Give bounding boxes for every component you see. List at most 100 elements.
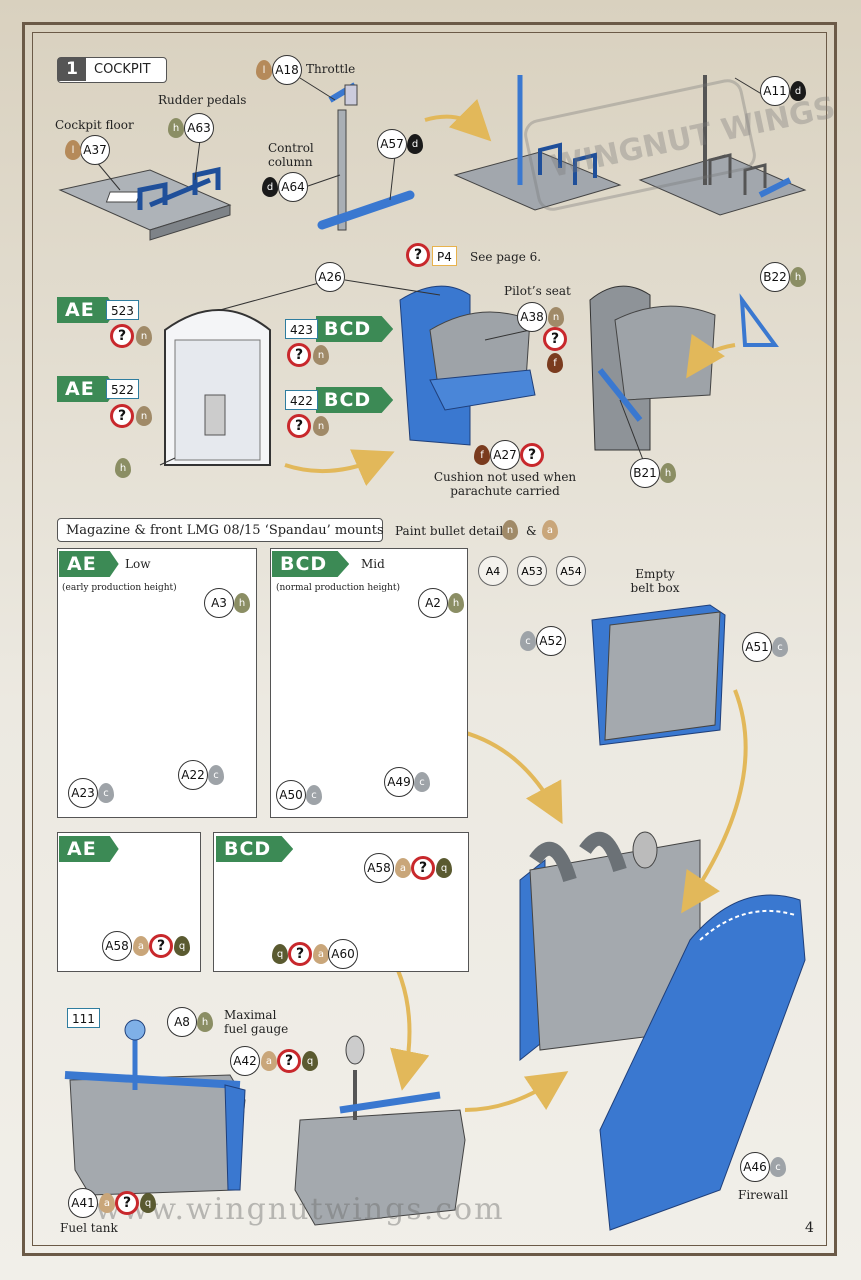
callout-A49: A49 <box>384 767 414 797</box>
step-header: 1 COCKPIT <box>57 57 167 83</box>
watermark-logo <box>524 79 756 211</box>
decal-523: 523 <box>106 300 139 320</box>
paint-drop-q: q <box>302 1051 318 1071</box>
floor-assembly-right <box>638 75 807 216</box>
label-firewall: Firewall <box>738 1188 789 1202</box>
paint-drop-q: q <box>272 944 288 964</box>
callout-A58: A58 <box>364 853 394 883</box>
paint-drop-h: h <box>115 458 131 478</box>
label-mid: Mid <box>361 557 385 571</box>
paint-drop-h: h <box>234 593 250 613</box>
paint-drop-f: f <box>474 445 490 465</box>
paint-drop-a: a <box>395 858 411 878</box>
version-tag-bcd-2: BCD <box>316 387 394 413</box>
decal-p4: P4 <box>432 246 457 266</box>
mounts-title: Magazine & front LMG 08/15 ‘Spandau’ mou… <box>66 523 384 538</box>
paint-drop-d: d <box>407 134 423 154</box>
paint-drop-h: h <box>660 463 676 483</box>
callout-A64: A64 <box>278 172 308 202</box>
control-column-drawing <box>317 82 415 231</box>
query-icon: ? <box>287 343 311 367</box>
label-control-column: Control column <box>268 141 314 169</box>
pilot-seat-with-struts <box>589 285 779 451</box>
version-tag-ae-arm: AE <box>59 836 119 862</box>
paint-drop-n: n <box>136 406 152 426</box>
query-icon: ? <box>110 404 134 428</box>
query-icon: ? <box>287 414 311 438</box>
website-watermark: www.wingnutwings.com <box>95 1192 505 1227</box>
paint-drop-n: n <box>548 307 564 327</box>
pilot-seat-drawing <box>399 285 536 446</box>
label-see-page: See page 6. <box>470 250 542 264</box>
callout-A8: A8 <box>167 1007 197 1037</box>
callout-A51: A51 <box>742 632 772 662</box>
label-cockpit-floor: Cockpit floor <box>55 118 134 132</box>
paint-drop-d: d <box>790 81 806 101</box>
step-number: 1 <box>58 58 86 81</box>
query-icon: ? <box>277 1049 301 1073</box>
paint-drop-c: c <box>306 785 322 805</box>
label-rudder-pedals: Rudder pedals <box>158 93 247 107</box>
callout-A27: A27 <box>490 440 520 470</box>
query-icon: ? <box>406 243 430 267</box>
callout-A46: A46 <box>740 1152 770 1182</box>
callout-A26: A26 <box>315 262 345 292</box>
paint-drop-h: h <box>448 593 464 613</box>
cockpit-floor-drawing <box>58 169 232 241</box>
query-icon: ? <box>149 934 173 958</box>
fuel-tank-drawing <box>64 1019 246 1196</box>
page-number: 4 <box>805 1220 814 1236</box>
label-throttle: Throttle <box>306 62 356 76</box>
floor-assembly-left <box>453 75 622 211</box>
callout-A52: A52 <box>536 626 566 656</box>
belt-box-drawing <box>591 604 726 746</box>
paint-drop-c: c <box>770 1157 786 1177</box>
label-maximal-fuel-gauge: Maximal fuel gauge <box>224 1008 289 1036</box>
paint-drop-n: n <box>313 416 329 436</box>
version-tag-bcd-1: BCD <box>316 316 394 342</box>
paint-drop-a: a <box>133 936 149 956</box>
paint-drop-h: h <box>197 1012 213 1032</box>
paint-drop-q: q <box>436 858 452 878</box>
label-empty-belt-box: Empty belt box <box>630 567 680 595</box>
paint-drop-h: h <box>790 267 806 287</box>
paint-drop-a: a <box>99 1193 115 1213</box>
decal-111: 111 <box>67 1008 100 1028</box>
paint-drop-c: c <box>98 783 114 803</box>
cockpit-assembly-drawing <box>519 831 806 1231</box>
label-paint-bullet: Paint bullet detail <box>395 524 504 538</box>
paint-drop-d: d <box>262 177 278 197</box>
callout-A60: A60 <box>328 939 358 969</box>
label-cushion-note: Cushion not used when parachute carried <box>433 470 577 498</box>
callout-A3: A3 <box>204 588 234 618</box>
decal-423: 423 <box>285 319 318 339</box>
callout-A23: A23 <box>68 778 98 808</box>
query-icon: ? <box>520 443 544 467</box>
fuel-tank-assembly-drawing <box>294 1035 466 1226</box>
callout-A37: A37 <box>80 135 110 165</box>
version-tag-bcd-arm: BCD <box>216 836 294 862</box>
page-border-outer <box>22 22 837 1256</box>
label-fuel-tank: Fuel tank <box>60 1221 118 1235</box>
version-tag-ae-low: AE <box>59 551 119 577</box>
callout-A22: A22 <box>178 760 208 790</box>
label-low-sub: (early production height) <box>62 583 177 593</box>
paint-drop-a: a <box>313 944 329 964</box>
query-icon: ? <box>543 327 567 351</box>
paint-drop-c: c <box>414 772 430 792</box>
paint-drop-h: h <box>168 118 184 138</box>
step-title: COCKPIT <box>94 62 151 77</box>
paint-drop-q: q <box>174 936 190 956</box>
paint-drop-n: n <box>502 520 518 540</box>
version-tag-bcd-mid: BCD <box>272 551 350 577</box>
paint-drop-q: q <box>140 1193 156 1213</box>
decal-522: 522 <box>106 379 139 399</box>
crossed-part-A53: A53 <box>517 556 547 586</box>
paint-drop-c: c <box>772 637 788 657</box>
rudder-pedals-drawing <box>137 166 221 210</box>
query-icon: ? <box>110 324 134 348</box>
query-icon: ? <box>288 942 312 966</box>
label-ampersand: & <box>526 524 537 538</box>
callout-A11: A11 <box>760 76 790 106</box>
